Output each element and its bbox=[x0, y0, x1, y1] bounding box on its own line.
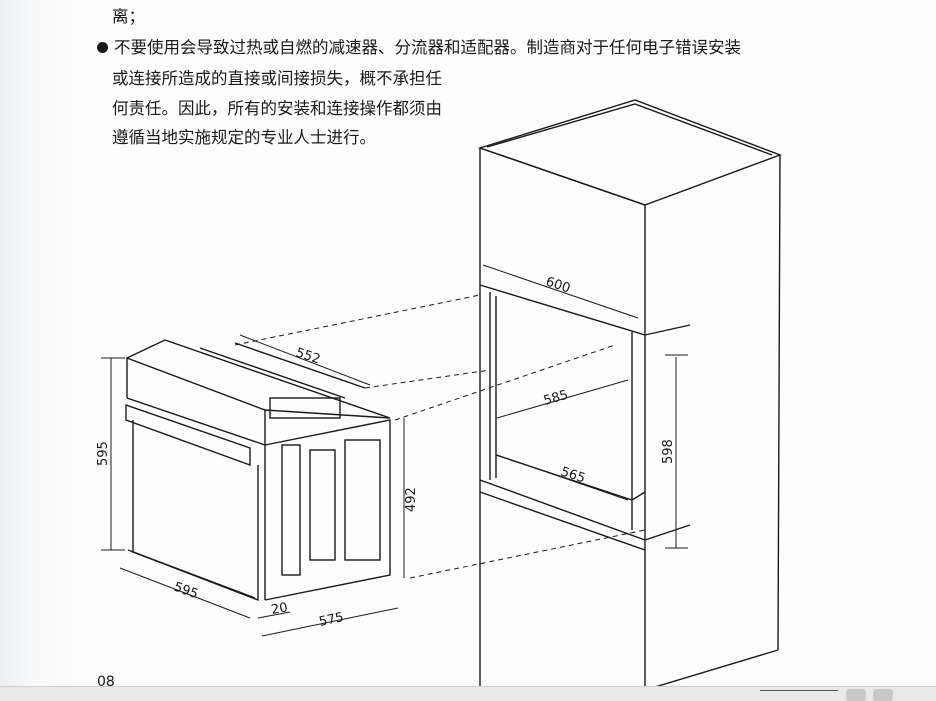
two-page-view-button[interactable] bbox=[873, 689, 893, 701]
dim-585: 585 bbox=[542, 388, 570, 409]
dim-565: 565 bbox=[559, 465, 587, 487]
viewer-toolbar bbox=[0, 686, 936, 701]
dim-595-height: 595 bbox=[96, 441, 111, 466]
dim-492: 492 bbox=[404, 487, 419, 512]
text-line: 或连接所造成的直接或间接损失，概不承担任 bbox=[112, 69, 442, 88]
text-line: 遵循当地实施规定的专业人士进行。 bbox=[112, 128, 376, 147]
text-line: 不要使用会导致过热或自燃的减速器、分流器和适配器。制造商对于任何电子错误安装 bbox=[114, 38, 741, 57]
text-line: 离； bbox=[112, 7, 145, 26]
dim-595-width: 595 bbox=[172, 580, 200, 603]
dim-575: 575 bbox=[318, 610, 345, 630]
cabinet-drawing bbox=[477, 99, 782, 686]
single-page-view-button[interactable] bbox=[846, 689, 866, 701]
bullet-icon bbox=[97, 42, 108, 53]
dim-600: 600 bbox=[544, 275, 572, 297]
dim-20: 20 bbox=[270, 600, 289, 618]
text-line: 何责任。因此，所有的安装和连接操作都须由 bbox=[112, 99, 442, 118]
installation-diagram: 600 585 565 598 552 595 492 595 20 575 bbox=[96, 99, 782, 686]
dim-552: 552 bbox=[294, 346, 322, 368]
oven-drawing bbox=[125, 339, 391, 602]
dim-598: 598 bbox=[661, 439, 676, 464]
zoom-slider[interactable] bbox=[760, 690, 838, 691]
